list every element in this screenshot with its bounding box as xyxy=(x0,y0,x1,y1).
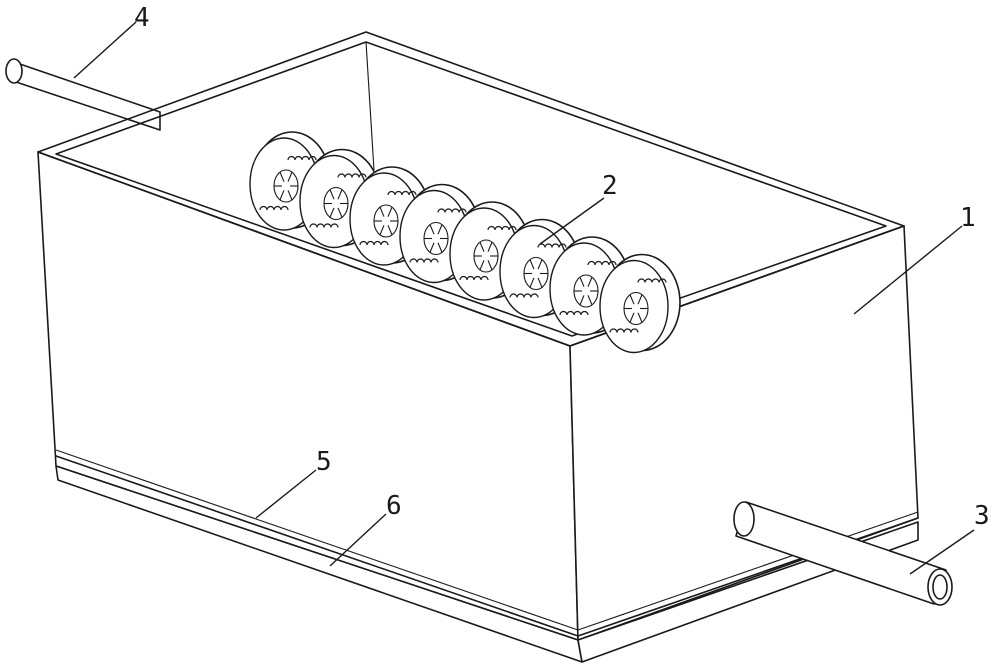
pipe-4 xyxy=(5,58,161,131)
disc-assembly-2 xyxy=(249,131,681,354)
leader-2 xyxy=(539,197,605,245)
leader-lines xyxy=(73,21,975,575)
leader-5 xyxy=(255,469,317,519)
callout-labels: 1 2 3 4 5 6 xyxy=(134,3,990,531)
callout-5: 5 xyxy=(316,447,332,477)
tank-body xyxy=(37,31,919,663)
callout-1: 1 xyxy=(960,203,976,233)
leader-1 xyxy=(853,225,963,315)
pipe-3 xyxy=(733,501,953,606)
callout-2: 2 xyxy=(602,171,618,201)
callout-3: 3 xyxy=(974,501,990,531)
callout-4: 4 xyxy=(134,3,150,33)
leader-6 xyxy=(329,513,387,567)
leader-4 xyxy=(73,21,137,79)
disc xyxy=(599,253,681,354)
callout-6: 6 xyxy=(386,491,402,521)
leader-3 xyxy=(909,529,975,575)
